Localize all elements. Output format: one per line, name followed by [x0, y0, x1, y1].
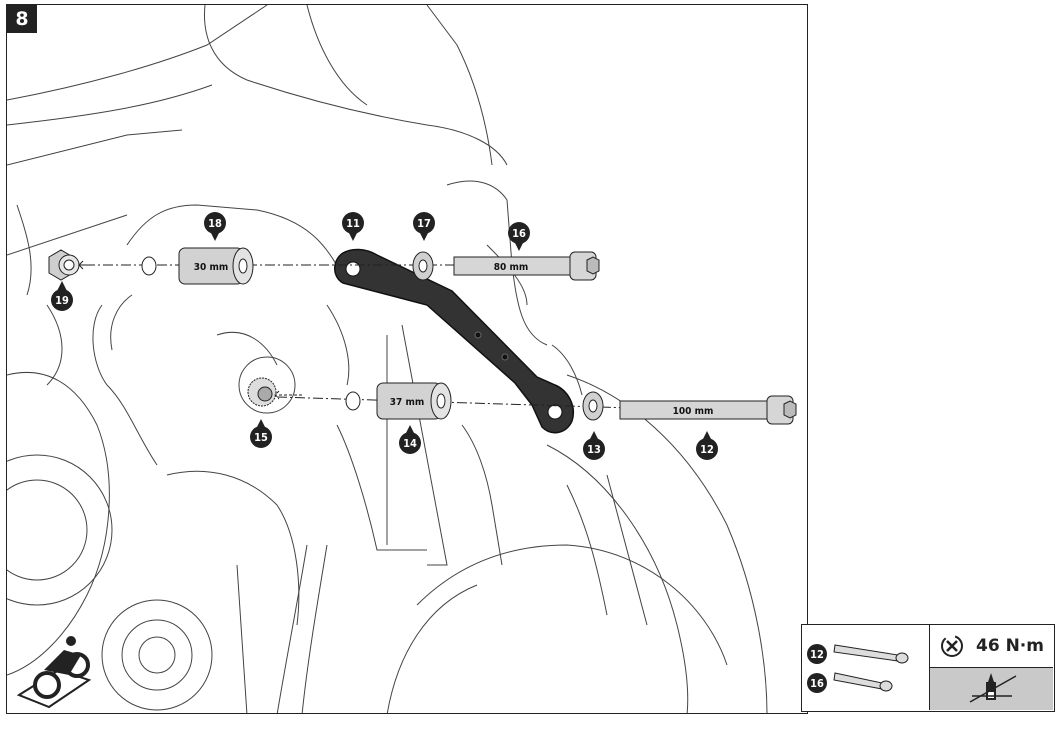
legend-callout-12: 12: [807, 644, 827, 664]
step-number-badge: 8: [7, 5, 37, 33]
washer-17: [412, 251, 434, 281]
washer-13: [582, 391, 604, 421]
legend-callout-16: 16: [807, 673, 827, 693]
bolt-16-length-label: 80 mm: [494, 262, 528, 273]
svg-text:12: 12: [810, 648, 824, 661]
torque-value: 46 N·m: [976, 636, 1044, 656]
diagram-frame: 8: [6, 4, 808, 714]
svg-text:12: 12: [700, 443, 714, 456]
spacer-18: 30 mm: [178, 247, 254, 285]
torque-spec: 46 N·m: [929, 625, 1053, 668]
spacer-18-length-label: 30 mm: [194, 262, 228, 273]
callout-17: 17: [413, 212, 435, 241]
legend-bolt-16-icon: [833, 672, 893, 692]
svg-text:15: 15: [254, 431, 268, 444]
bolt-12: 100 mm: [619, 395, 797, 425]
callout-15: 15: [250, 419, 272, 448]
svg-text:16: 16: [810, 677, 824, 690]
motorcycle-outline: [7, 5, 768, 713]
torque-legend-box: 12 16 46 N·m: [801, 624, 1055, 712]
svg-text:13: 13: [587, 443, 601, 456]
svg-text:17: 17: [417, 217, 431, 230]
bolt-12-length-label: 100 mm: [673, 406, 714, 417]
callout-12: 12: [696, 431, 718, 460]
svg-text:19: 19: [55, 294, 69, 307]
svg-text:18: 18: [208, 217, 222, 230]
svg-text:16: 16: [512, 227, 526, 240]
no-threadlock-icon: [969, 673, 1017, 703]
mount-bracket: [334, 248, 574, 434]
torque-wrench-icon: [941, 635, 963, 657]
spacer-14: 37 mm: [345, 382, 452, 420]
callout-11: 11: [342, 212, 364, 241]
exploded-view-illustration: 30 mm 80 mm 37 mm: [7, 5, 797, 713]
bolt-16: 80 mm: [453, 251, 600, 281]
callout-19: 19: [51, 281, 73, 311]
svg-text:14: 14: [403, 437, 417, 450]
callout-13: 13: [583, 431, 605, 460]
legend-fasteners: 12 16: [802, 625, 929, 710]
no-threadlock-panel: [929, 668, 1053, 710]
svg-text:11: 11: [346, 217, 360, 230]
part-15-fastener: [247, 377, 302, 407]
flange-nut-19: [48, 249, 91, 281]
spacer-14-length-label: 37 mm: [390, 397, 424, 408]
legend-bolt-12-icon: [833, 644, 909, 664]
callout-14: 14: [399, 425, 421, 454]
motorcycle-side-icon: [16, 636, 92, 709]
callout-16: 16: [508, 222, 530, 251]
callout-18: 18: [204, 212, 226, 241]
